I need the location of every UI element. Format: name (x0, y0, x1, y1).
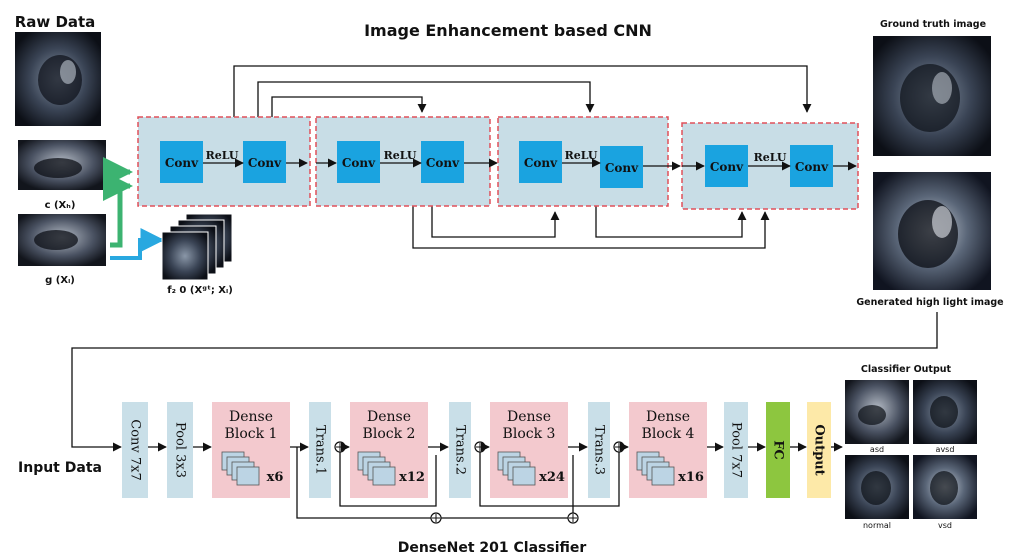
stage-4-conv-b (790, 145, 833, 187)
top-skip-connections (233, 65, 812, 117)
stage-2: Conv Conv ReLU (315, 116, 498, 207)
stage-2-conv-b (421, 141, 464, 183)
class-label-avsd: avsd (936, 445, 955, 454)
cx-label: c (Xₕ) (45, 200, 76, 211)
layer-trans3: Trans.3 (588, 402, 610, 498)
bottom-skip-connections (412, 206, 770, 249)
layer-pool3x3: Pool 3x3 (167, 402, 193, 498)
generated-image (873, 172, 991, 290)
svg-text:Output: Output (812, 424, 827, 475)
cx-image (18, 140, 106, 190)
layer-trans2: Trans.2 (449, 402, 471, 498)
layer-conv7x7: Conv 7x7 (122, 402, 148, 498)
svg-text:Dense: Dense (646, 409, 690, 425)
class-label-normal: normal (863, 521, 891, 530)
densenet-title: DenseNet 201 Classifier (398, 540, 587, 556)
layers-stack-icon (497, 451, 536, 486)
output-image-avsd (913, 380, 977, 444)
stage-2-relu: ReLU (384, 149, 417, 162)
top-title: Image Enhancement based CNN (364, 21, 652, 40)
stage-1-conv-b (243, 141, 286, 183)
stage-2-conv-a (337, 141, 380, 183)
dense-block-3: Dense Block 3 x24 (490, 402, 568, 498)
stage-3-conv-b-label: Conv (605, 161, 639, 175)
svg-text:Block 3: Block 3 (503, 426, 556, 442)
stage-1: Conv Conv ReLU (137, 116, 311, 207)
svg-text:Trans.1: Trans.1 (313, 425, 328, 475)
svg-text:Dense: Dense (229, 409, 273, 425)
stage-3-conv-b (600, 146, 643, 188)
gx-image (18, 214, 106, 266)
layer-output: Output (807, 402, 831, 498)
dense-block-2: Dense Block 2 x12 (350, 402, 428, 498)
stage-3: Conv Conv ReLU (497, 116, 681, 207)
layers-stack-icon (357, 451, 396, 486)
output-image-normal (845, 455, 909, 519)
stage-1-conv-a (160, 141, 203, 183)
ground-truth-image (873, 36, 991, 156)
svg-text:Block 4: Block 4 (642, 426, 695, 442)
stage-3-relu: ReLU (565, 149, 598, 162)
stage-3-conv-a (519, 141, 562, 183)
svg-text:x24: x24 (539, 470, 565, 485)
layer-fc: FC (766, 402, 790, 498)
raw-data-image (15, 32, 101, 126)
stage-3-conv-a-label: Conv (524, 156, 558, 170)
svg-text:FC: FC (771, 440, 786, 460)
stage-1-relu: ReLU (206, 149, 239, 162)
layers-stack-icon (636, 451, 675, 486)
f-stack-images (161, 213, 233, 281)
stage-4-conv-a-label: Conv (710, 160, 744, 174)
output-image-vsd (913, 455, 977, 519)
svg-text:Conv 7x7: Conv 7x7 (128, 419, 143, 481)
layers-stack-icon (221, 451, 260, 486)
f-label: f₂ 0 (Xᵍᵗ; Xₗ) (167, 285, 233, 296)
svg-text:Pool 3x3: Pool 3x3 (173, 422, 188, 478)
svg-text:Trans.3: Trans.3 (592, 425, 607, 475)
svg-text:Block 1: Block 1 (225, 426, 278, 442)
raw-data-label: Raw Data (15, 13, 96, 31)
dense-block-1: Dense Block 1 x6 (212, 402, 290, 498)
blue-arrow (110, 228, 165, 260)
stage-4: Conv Conv ReLU (681, 122, 859, 210)
green-arrows (103, 157, 133, 248)
class-label-vsd: vsd (938, 521, 952, 530)
layer-trans1: Trans.1 (309, 402, 331, 498)
svg-text:x6: x6 (267, 470, 284, 485)
stage-4-conv-a (705, 145, 748, 187)
svg-text:x12: x12 (399, 470, 425, 485)
svg-text:Trans.2: Trans.2 (453, 425, 468, 475)
ground-truth-label: Ground truth image (880, 19, 986, 30)
gx-label: g (Xₗ) (45, 275, 75, 286)
input-data-label: Input Data (18, 460, 102, 476)
svg-text:Block 2: Block 2 (363, 426, 416, 442)
svg-text:Dense: Dense (507, 409, 551, 425)
output-image-asd (845, 380, 909, 444)
svg-text:Dense: Dense (367, 409, 411, 425)
stage-2-conv-a-label: Conv (342, 156, 376, 170)
stage-4-conv-b-label: Conv (795, 160, 829, 174)
stage-1-conv-a-label: Conv (165, 156, 199, 170)
layer-pool7x7: Pool 7x7 (724, 402, 748, 498)
svg-text:x16: x16 (678, 470, 704, 485)
svg-text:Pool 7x7: Pool 7x7 (729, 422, 744, 478)
dense-block-4: Dense Block 4 x16 (629, 402, 707, 498)
stage-2-conv-b-label: Conv (426, 156, 460, 170)
stage-1-conv-b-label: Conv (248, 156, 282, 170)
class-label-asd: asd (870, 445, 884, 454)
stage-4-relu: ReLU (754, 151, 787, 164)
top-to-bottom-connector (71, 312, 938, 452)
generated-label: Generated high light image (856, 297, 1003, 308)
classifier-output-label: Classifier Output (861, 364, 952, 375)
